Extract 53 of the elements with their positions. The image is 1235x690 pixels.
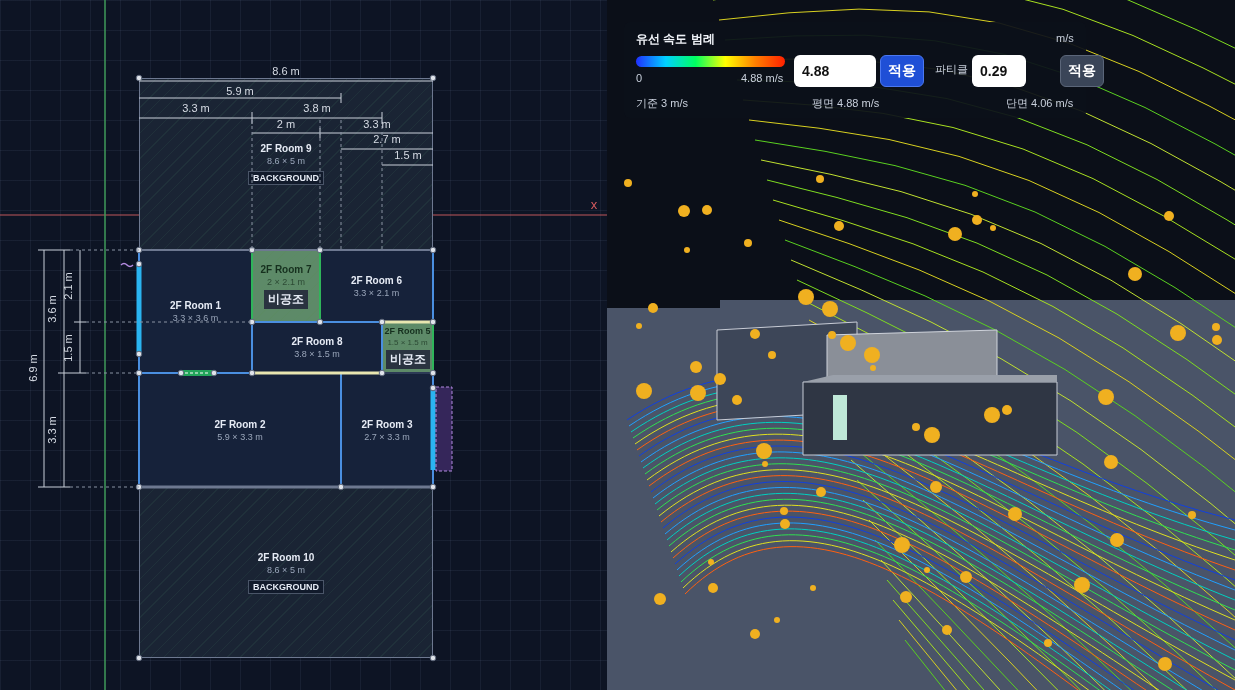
room-name: 2F Room 5 <box>384 326 431 336</box>
room-name: 2F Room 2 <box>214 418 266 430</box>
room-tag: 비공조 <box>385 350 430 369</box>
apply-button: 적용 <box>1060 55 1104 87</box>
room-size: 3.3 × 2.1 m <box>353 287 400 298</box>
dimension-label: 2.1 m <box>62 272 74 300</box>
room-area <box>139 373 341 487</box>
dimension-label: 1.5 m <box>394 149 422 161</box>
background-area <box>139 78 433 250</box>
room-size: 2.7 × 3.3 m <box>364 431 410 442</box>
room-tag: BACKGROUND <box>248 579 324 594</box>
room-tag: BACKGROUND <box>248 171 324 185</box>
room-size: 3.3 × 3.6 m <box>172 313 219 323</box>
room-size: 8.6 × 5 m <box>267 564 305 575</box>
room-name: 2F Room 6 <box>350 274 403 286</box>
room-name: 2F Room 8 <box>291 336 343 347</box>
input-field: 0.29 <box>972 55 1026 87</box>
scale-label: 0 <box>636 72 643 84</box>
field-label: 파티클 <box>935 62 968 77</box>
apply-button: 적용 <box>880 55 924 87</box>
legend-title: 유선 속도 범례 <box>636 31 715 48</box>
dimension-label: 2.7 m <box>373 133 401 145</box>
speed-value: 단면 4.06 m/s <box>1006 96 1074 111</box>
dimension-label: 3.3 m <box>182 102 210 114</box>
dimension-label: 5.9 m <box>226 85 254 97</box>
room-name: 2F Room 9 <box>260 143 312 154</box>
room-size: 3.8 × 1.5 m <box>294 349 340 359</box>
dimension-label: 6.9 m <box>27 354 39 382</box>
room-size: 5.9 × 3.3 m <box>217 431 263 442</box>
room-name: 2F Room 1 <box>169 300 222 311</box>
dimension-label: 3.8 m <box>303 102 331 114</box>
scale-label: 4.88 m/s <box>741 72 784 84</box>
room-size: 8.6 × 5 m <box>267 156 305 166</box>
dimension-label: 3.3 m <box>46 416 58 444</box>
room-area <box>320 250 433 322</box>
background-area <box>139 487 433 658</box>
speed-value: 평면 4.88 m/s <box>812 96 880 111</box>
room-name: 2F Room 3 <box>361 418 413 430</box>
room-area <box>252 322 382 373</box>
input-field: 4.88 <box>794 55 876 87</box>
room-tag: 비공조 <box>264 289 308 309</box>
speed-value: 기준 3 m/s <box>636 96 688 111</box>
room-name: 2F Room 7 <box>260 263 312 275</box>
room-area <box>139 250 252 373</box>
dimension-label: 3.6 m <box>46 295 58 323</box>
axis-label: x <box>590 196 598 212</box>
dimension-label: 1.5 m <box>62 334 74 362</box>
room-area <box>341 373 433 487</box>
dimension-label: 3.3 m <box>363 118 391 130</box>
dimension-label: 2 m <box>276 118 296 130</box>
room-area <box>252 250 320 322</box>
unit-label: m/s <box>1056 32 1074 44</box>
room-name: 2F Room 10 <box>257 551 315 563</box>
